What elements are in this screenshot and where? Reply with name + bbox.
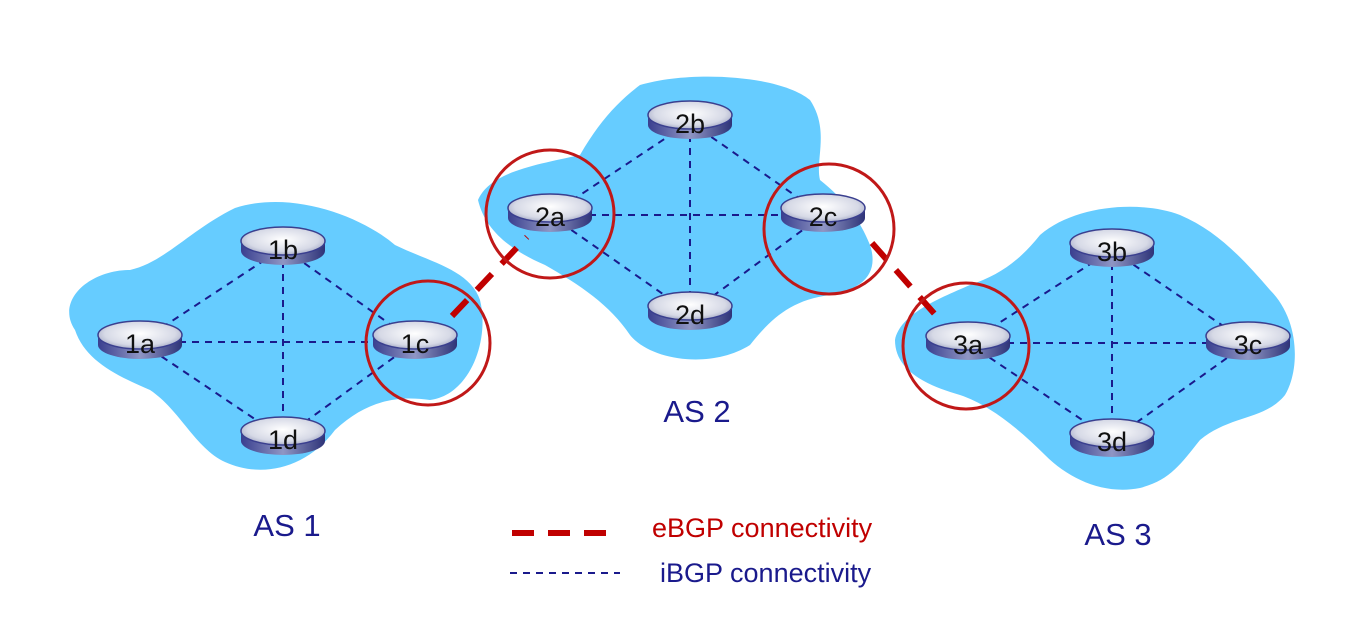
router-label: 3d <box>1097 427 1127 457</box>
ebgp-link-2c-3a <box>869 241 943 322</box>
ibgp-link-3c-3d <box>1111 342 1249 441</box>
router-label: 1a <box>125 329 156 359</box>
router-3c[interactable]: 3c <box>1205 321 1291 360</box>
router-3d[interactable]: 3d <box>1069 418 1155 457</box>
border-ring-2c <box>762 162 896 296</box>
ebgp-links <box>449 234 943 322</box>
router-3a[interactable]: 3a <box>925 321 1011 360</box>
as1-cloud <box>69 201 483 470</box>
router-label: 3c <box>1234 330 1263 360</box>
as1-label: AS 1 <box>253 508 320 543</box>
router-2c[interactable]: 2c <box>780 193 866 232</box>
router-label: 2b <box>675 109 705 139</box>
router-1a[interactable]: 1a <box>97 320 183 359</box>
border-ring-2a <box>484 148 616 280</box>
legend-ebgp-label: eBGP connectivity <box>652 513 873 543</box>
router-label: 2d <box>675 300 705 330</box>
ebgp-link-1c-2a <box>449 234 530 319</box>
router-3b[interactable]: 3b <box>1069 228 1155 267</box>
router-label: 2a <box>535 202 566 232</box>
ibgp-link-2a-2d <box>549 214 691 314</box>
router-label: 3b <box>1097 237 1127 267</box>
router-2a[interactable]: 2a <box>507 193 593 232</box>
border-ring-1c <box>364 279 492 407</box>
legend-ibgp-label: iBGP connectivity <box>660 558 872 588</box>
router-label: 3a <box>953 330 984 360</box>
router-2b[interactable]: 2b <box>647 100 733 139</box>
as2-label: AS 2 <box>663 394 730 429</box>
router-label: 1d <box>268 425 298 455</box>
router-label: 2c <box>809 202 838 232</box>
router-label: 1c <box>401 329 430 359</box>
as3-label: AS 3 <box>1084 517 1151 552</box>
border-ring-3a <box>901 281 1031 411</box>
router-1b[interactable]: 1b <box>240 226 326 265</box>
ibgp-link-2c-2d <box>689 214 824 314</box>
router-label: 1b <box>268 235 298 265</box>
router-2d[interactable]: 2d <box>647 291 733 330</box>
router-1d[interactable]: 1d <box>240 416 326 455</box>
as2-cloud <box>478 76 873 360</box>
router-1c[interactable]: 1c <box>372 320 458 359</box>
legend: eBGP connectivity iBGP connectivity <box>510 513 873 588</box>
as3-cloud <box>895 206 1295 490</box>
ibgp-link-3b-3c <box>1111 249 1249 344</box>
